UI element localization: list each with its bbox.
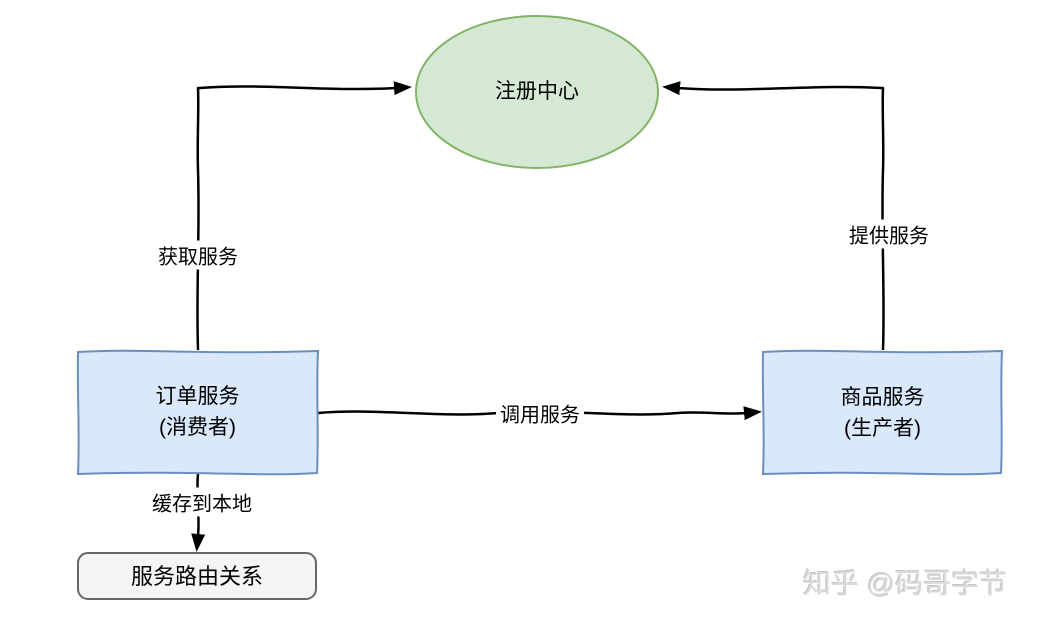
node-route-shape [77, 552, 317, 600]
edge-provide-service-label: 提供服务 [845, 219, 933, 249]
edge-get-service-line [196, 81, 412, 351]
edge-invoke-service-label: 调用服务 [496, 398, 584, 428]
node-goods-shape [761, 349, 1004, 476]
node-order-shape [76, 349, 320, 476]
edge-provide-service-line [662, 81, 885, 351]
edge-cache-local-label: 缓存到本地 [148, 487, 256, 517]
watermark-text: 知乎 @码哥字节 [803, 568, 1008, 599]
edge-get-service-label: 获取服务 [154, 240, 242, 270]
node-registry-shape [415, 15, 659, 169]
